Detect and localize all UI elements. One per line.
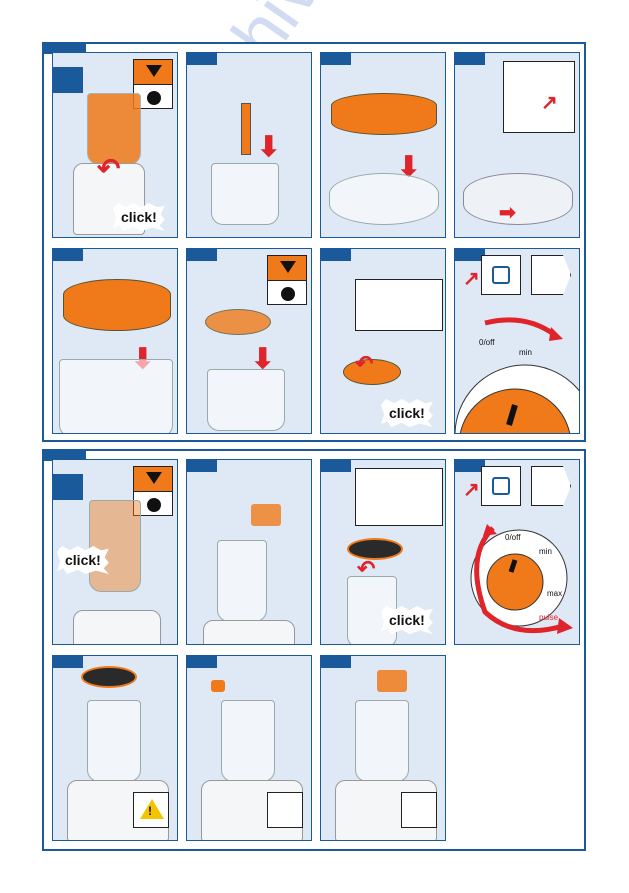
blender-jug-illustration xyxy=(89,500,141,592)
bowl-illustration xyxy=(207,369,285,431)
base-illustration xyxy=(203,620,295,644)
speed-dial: 0/off min max pulse xyxy=(470,524,573,634)
arrow-down-icon: ⬇ xyxy=(257,131,281,162)
step-number-tab xyxy=(455,249,485,261)
dial-min-label: min xyxy=(539,547,552,556)
step-panel-4: ↗ ➡ xyxy=(454,52,580,238)
ingredient-cup-illustration xyxy=(211,680,225,692)
arrow-icon: ↗ xyxy=(541,92,558,114)
step-number-tab xyxy=(53,67,83,93)
step-panel-2: ⬇ xyxy=(186,52,312,238)
step-number-tab xyxy=(187,460,217,472)
power-plug-icon xyxy=(481,255,521,295)
bowl-base-illustration xyxy=(329,173,439,225)
step-panel-8: ↗ 0/off min xyxy=(454,248,580,434)
step-panel-13: ! xyxy=(52,655,178,841)
click-callout: click! xyxy=(381,399,433,427)
blender-jug-illustration xyxy=(355,700,409,782)
indicator-box xyxy=(401,792,437,828)
step-number-tab xyxy=(321,656,351,668)
step-number-tab xyxy=(321,460,351,472)
step-number-tab xyxy=(53,474,83,500)
dial-off-label: 0/off xyxy=(505,533,521,542)
step-number-tab xyxy=(53,249,83,261)
base-illustration xyxy=(73,610,161,644)
jug-lid-illustration xyxy=(347,538,403,560)
filter-illustration xyxy=(463,173,573,225)
step-panel-11: ↶ click! xyxy=(320,459,446,645)
step-panel-10 xyxy=(186,459,312,645)
dial-max-label: max xyxy=(547,589,562,598)
warning-icon: ! xyxy=(133,792,169,828)
indicator-box xyxy=(267,792,303,828)
step-panel-12: ↗ 0/off min max pulse xyxy=(454,459,580,645)
section-tab xyxy=(42,42,86,54)
arrow-down-icon: ⬇ xyxy=(251,343,275,374)
hint-icon xyxy=(133,466,173,516)
blender-jug-illustration xyxy=(217,540,267,622)
blender-jug-illustration xyxy=(87,700,141,782)
step-number-tab xyxy=(321,53,351,65)
detail-inset xyxy=(355,279,443,331)
step-number-tab xyxy=(53,656,83,668)
section-tab xyxy=(42,449,86,461)
dial-off-label: 0/off xyxy=(479,338,495,347)
step-panel-9: click! xyxy=(52,459,178,645)
step-number-tab xyxy=(187,53,217,65)
step-number-tab xyxy=(321,249,351,261)
blender-jug-illustration xyxy=(221,700,275,782)
step-number-tab xyxy=(187,249,217,261)
arrow-icon: ↗ xyxy=(463,268,480,290)
arrow-icon: ↶ xyxy=(357,556,376,581)
bowl-illustration xyxy=(211,163,279,225)
arrow-icon: ↶ xyxy=(97,153,121,184)
dial-min-label: min xyxy=(519,348,532,357)
arrow-icon: ↶ xyxy=(355,351,374,376)
cup-illustration xyxy=(377,670,407,692)
lid-illustration xyxy=(343,359,401,385)
hint-icon xyxy=(267,255,307,305)
click-callout: click! xyxy=(57,546,109,574)
step-number-tab xyxy=(455,53,485,65)
step-panel-5: ⬇ xyxy=(52,248,178,434)
filter-ring-illustration xyxy=(63,279,171,331)
lid-illustration xyxy=(205,309,271,335)
next-arrow-box xyxy=(531,466,571,506)
click-callout: click! xyxy=(381,606,433,634)
filter-ring-illustration xyxy=(331,93,437,135)
speed-dial: 0/off min xyxy=(455,317,579,433)
bowl-illustration xyxy=(59,359,173,433)
step-panel-3: ⬇ xyxy=(320,52,446,238)
step-panel-14 xyxy=(186,655,312,841)
detail-inset xyxy=(355,468,443,526)
step-number-tab xyxy=(455,460,485,472)
arrow-right-icon: ➡ xyxy=(499,202,516,224)
step-number-tab xyxy=(187,656,217,668)
click-callout: click! xyxy=(113,203,165,231)
section-2-blender: click! ↶ click! ↗ 0/off min max puls xyxy=(42,449,586,851)
section-1-assembly: ↶ click! ⬇ ⬇ ↗ ➡ ⬇ ⬇ ↶ c xyxy=(42,42,586,442)
jug-lid-illustration xyxy=(81,666,137,688)
arrow-icon: ↗ xyxy=(463,479,480,501)
step-panel-6: ⬇ xyxy=(186,248,312,434)
step-panel-15 xyxy=(320,655,446,841)
step-panel-7: ↶ click! xyxy=(320,248,446,434)
cup-illustration xyxy=(251,504,281,526)
next-arrow-box xyxy=(531,255,571,295)
dial-pulse-label: pulse xyxy=(539,613,559,622)
power-plug-icon xyxy=(481,466,521,506)
step-panel-1: ↶ click! xyxy=(52,52,178,238)
detail-inset xyxy=(503,61,575,133)
shaft-illustration xyxy=(241,103,251,155)
